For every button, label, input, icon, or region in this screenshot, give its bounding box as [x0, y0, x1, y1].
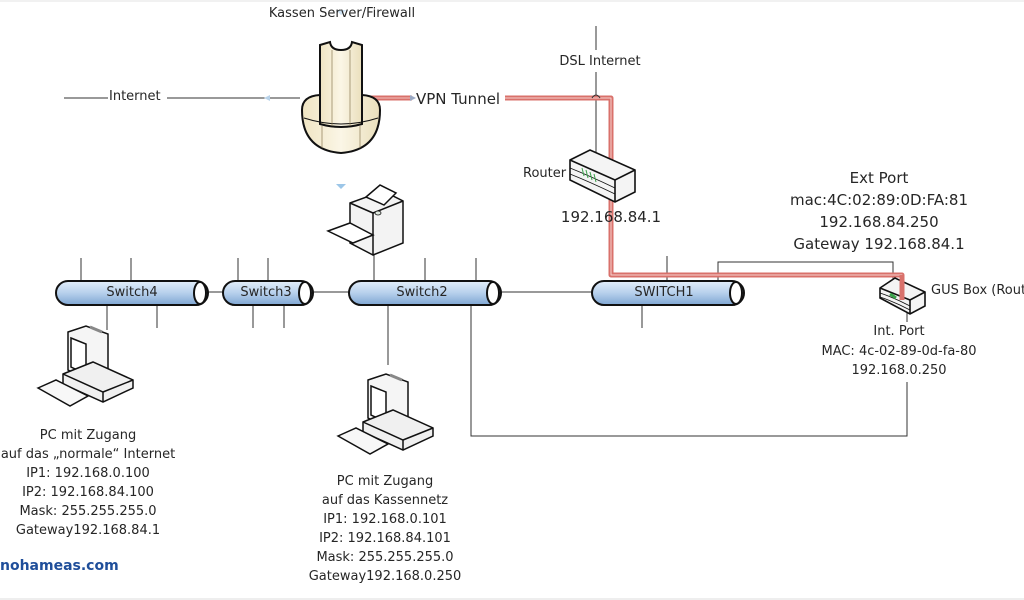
arrow-right-icon: [410, 95, 416, 101]
ext-port-mac: mac:4C:02:89:0D:FA:81: [790, 191, 968, 209]
bottom-border: [0, 598, 1024, 600]
printer-icon[interactable]: [326, 184, 404, 256]
pc1-line: PC mit Zugang: [39, 428, 137, 443]
pc1-gateway: Gateway192.168.84.1: [15, 523, 161, 538]
internet-label: Internet: [109, 87, 161, 106]
router-label: Router: [523, 166, 567, 181]
switch2-gusbox-link: [470, 305, 908, 437]
ext-port-ip: 192.168.84.250: [819, 213, 939, 231]
router-ip: 192.168.84.1: [560, 208, 662, 226]
ext-port-gateway: Gateway 192.168.84.1: [793, 235, 965, 253]
switch3-icon[interactable]: [222, 280, 314, 306]
pc2-gateway: Gateway192.168.0.250: [308, 569, 462, 584]
server-firewall-icon[interactable]: [300, 40, 382, 155]
switch2-label: Switch2: [396, 285, 448, 300]
switch1-gusbox-link: [717, 261, 894, 282]
router-icon[interactable]: [569, 149, 636, 203]
switch4-icon[interactable]: [55, 280, 209, 306]
gus-box-label: GUS Box (Rout: [931, 283, 1024, 298]
pc1-ip1: IP1: 192.168.0.100: [26, 466, 150, 481]
pc1-line: auf das „normale“ Internet: [0, 447, 176, 462]
pc2-mask: Mask: 255.255.255.0: [316, 550, 454, 565]
switch2-icon[interactable]: [348, 280, 502, 306]
arrow-down-icon: [336, 10, 346, 15]
int-port-mac: MAC: 4c-02-89-0d-fa-80: [821, 344, 977, 359]
server-label: Kassen Server/Firewall: [268, 6, 416, 21]
pc2-ip2: IP2: 192.168.84.101: [319, 531, 451, 546]
switch3-label: Switch3: [240, 285, 292, 300]
pc2-line: PC mit Zugang: [336, 474, 434, 489]
top-border: [0, 0, 1024, 2]
dsl-internet-label: DSL Internet: [559, 52, 641, 71]
pc1-ip2: IP2: 192.168.84.100: [22, 485, 154, 500]
pc2-line: auf das Kassennetz: [321, 493, 449, 508]
arrow-left-icon: [264, 95, 270, 101]
int-port-ip: 192.168.0.250: [851, 363, 947, 378]
pc1-computer-icon[interactable]: [36, 325, 134, 407]
vpn-tunnel-label: VPN Tunnel: [416, 88, 501, 110]
switch-cylinders: [55, 280, 745, 306]
arrow-down-icon: [336, 184, 346, 189]
pc2-computer-icon[interactable]: [336, 373, 434, 455]
watermark-link[interactable]: nohameas.com: [0, 558, 119, 574]
pc1-mask: Mask: 255.255.255.0: [19, 504, 157, 519]
pc2-ip1: IP1: 192.168.0.101: [323, 512, 447, 527]
switch1-icon[interactable]: [591, 280, 745, 306]
switch1-label: SWITCH1: [634, 285, 694, 300]
int-port-title: Int. Port: [873, 324, 925, 339]
connection-lines: [64, 26, 908, 437]
switch4-label: Switch4: [106, 285, 158, 300]
ext-port-title: Ext Port: [849, 169, 909, 187]
